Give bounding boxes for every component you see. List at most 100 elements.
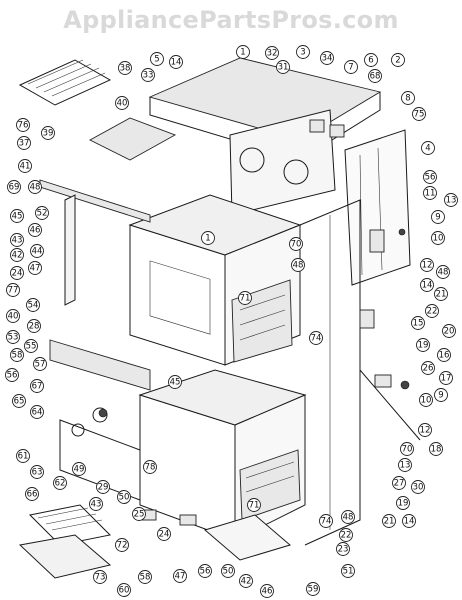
bracket [179,514,197,526]
callout-number: 12 [422,261,433,271]
part-callout: 11 [423,186,437,200]
part-callout: 59 [306,582,320,596]
callout-circle [341,510,355,524]
part-callout: 65 [12,394,26,408]
part-callout: 56 [198,564,212,578]
part-callout: 56 [423,170,437,184]
callout-circle [28,180,42,194]
rod [359,369,421,441]
callout-number: 63 [32,468,43,478]
callout-circle [93,570,107,584]
callout-circle [398,458,412,472]
part-callout: 44 [30,244,44,258]
callout-circle [30,379,44,393]
part-callout: 13 [398,458,412,472]
callout-circle [420,258,434,272]
callout-number: 33 [143,71,154,81]
callout-circle [141,68,155,82]
callout-number: 4 [425,144,430,154]
part-callout: 58 [138,570,152,584]
cabinet-shell [299,199,361,546]
callout-circle [411,316,425,330]
part-callout: 68 [368,69,382,83]
callout-number: 9 [435,213,440,223]
callout-circle [421,141,435,155]
part-callout: 28 [27,319,41,333]
part-callout: 73 [93,570,107,584]
callout-number: 48 [293,261,304,271]
callout-number: 39 [43,129,54,139]
part-callout: 17 [439,371,453,385]
callout-number: 48 [438,268,449,278]
callout-circle [173,569,187,583]
part-callout: 46 [260,584,274,598]
part-callout: 12 [418,423,432,437]
callout-circle [30,244,44,258]
callout-circle [16,118,30,132]
callout-circle [319,514,333,528]
callout-circle [117,583,131,597]
callout-circle [306,582,320,596]
callout-number: 76 [18,121,29,131]
callout-circle [30,465,44,479]
part-callout: 10 [419,393,433,407]
callout-circle [6,309,20,323]
callout-circle [421,361,435,375]
part-callout: 29 [96,480,110,494]
callout-circle [72,462,86,476]
callout-circle [239,574,253,588]
callout-circle [392,476,406,490]
part-callout: 34 [320,51,334,65]
part-callout: 24 [10,266,24,280]
callout-circle [341,564,355,578]
callout-circle [320,51,334,65]
callout-circle [24,339,38,353]
bracket [329,124,345,138]
part-callout: 24 [157,527,171,541]
callout-number: 52 [37,209,48,219]
callout-number: 78 [145,463,156,473]
control-console [49,339,151,391]
callout-circle [115,96,129,110]
callout-number: 6 [368,56,373,66]
callout-number: 56 [200,567,211,577]
vent-panel [89,117,177,161]
part-callout: 48 [436,265,450,279]
callout-circle [436,265,450,279]
part-callout: 30 [411,480,425,494]
callout-number: 5 [154,55,159,65]
callout-number: 42 [12,251,23,261]
part-callout: 51 [341,564,355,578]
callout-number: 31 [278,63,289,73]
callout-circle [28,261,42,275]
callout-circle [143,460,157,474]
callout-circle [16,449,30,463]
callout-circle [344,60,358,74]
rear-panel [229,109,336,216]
callout-circle [168,375,182,389]
callout-number: 15 [413,319,424,329]
part-callout: 78 [143,460,157,474]
callout-number: 10 [421,396,432,406]
callout-circle [10,233,24,247]
callout-number: 16 [439,351,450,361]
part-callout: 66 [25,487,39,501]
callout-number: 48 [343,513,354,523]
part-callout: 42 [239,574,253,588]
part-callout: 62 [53,476,67,490]
callout-circle [391,53,405,67]
callout-circle [431,231,445,245]
callout-number: 68 [370,72,381,82]
part-callout: 26 [421,361,435,375]
callout-circle [382,514,396,528]
callout-number: 13 [400,461,411,471]
callout-number: 47 [175,572,186,582]
callout-circle [10,266,24,280]
callout-number: 49 [74,465,85,475]
callout-circle [423,186,437,200]
part-callout: 25 [132,507,146,521]
part-callout: 20 [442,324,456,338]
callout-number: 20 [444,327,455,337]
part-callout: 7 [344,60,358,74]
watermark: AppliancePartsPros.com [63,6,399,34]
